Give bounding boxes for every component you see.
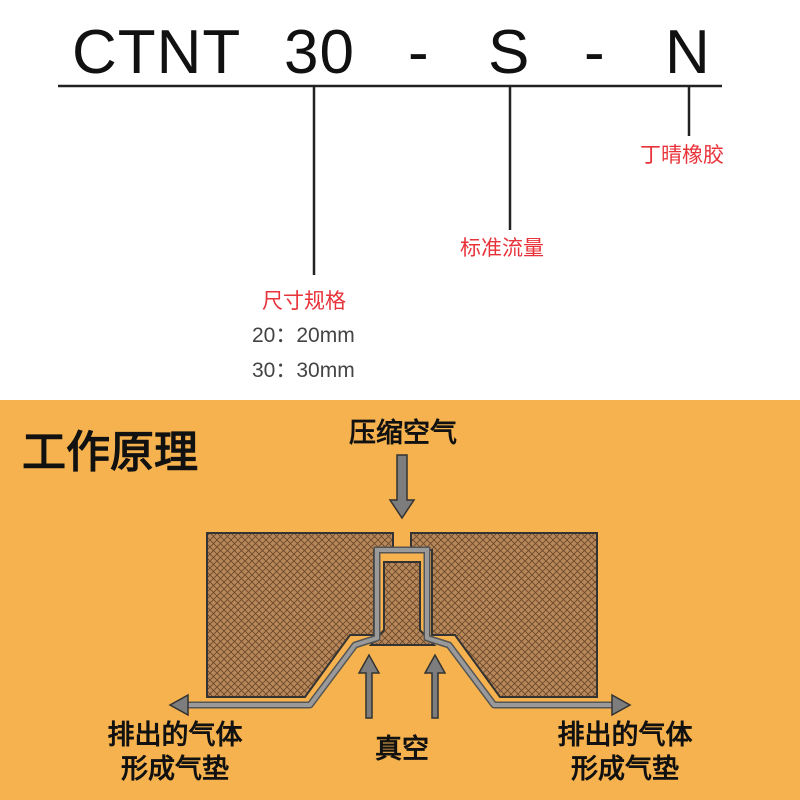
principle-title: 工作原理 (22, 427, 198, 478)
exhaust-left-line-1: 排出的气体 (107, 720, 243, 751)
principle-diagram (168, 454, 632, 719)
vacuum-label: 真空 (375, 734, 429, 765)
exhaust-label-left: 排出的气体 形成气垫 (100, 720, 250, 786)
code-size: 30 (284, 18, 355, 87)
center-plug (368, 561, 437, 646)
compressed-air-label: 压缩空气 (349, 418, 457, 449)
size-option-30: 30：30mm (252, 359, 355, 382)
code-dash-1: - (408, 18, 430, 87)
code-prefix: CTNT (72, 18, 242, 87)
airflow-path-top-inner (375, 548, 429, 562)
exhaust-right-line-2: 形成气垫 (571, 754, 679, 785)
exhaust-arrow-right (611, 693, 632, 717)
flow-label: 标准流量 (460, 236, 544, 260)
vacuum-arrow-right (423, 653, 447, 719)
compressed-air-arrow (388, 454, 416, 520)
code-flow: S (488, 18, 531, 87)
airflow-path-right-inner (425, 562, 614, 707)
leader-lines (58, 84, 722, 275)
code-material: N (665, 18, 711, 87)
exhaust-arrow-left (168, 693, 189, 717)
code-dash-2: - (584, 18, 606, 87)
exhaust-left-line-2: 形成气垫 (121, 754, 229, 785)
vacuum-arrow-left (357, 653, 381, 719)
exhaust-right-line-1: 排出的气体 (557, 720, 693, 751)
exhaust-label-right: 排出的气体 形成气垫 (550, 720, 700, 786)
material-label: 丁晴橡胶 (640, 143, 724, 167)
size-label: 尺寸规格 (262, 289, 346, 313)
size-option-20: 20：20mm (252, 324, 355, 347)
airflow-path-left-inner (186, 562, 379, 707)
